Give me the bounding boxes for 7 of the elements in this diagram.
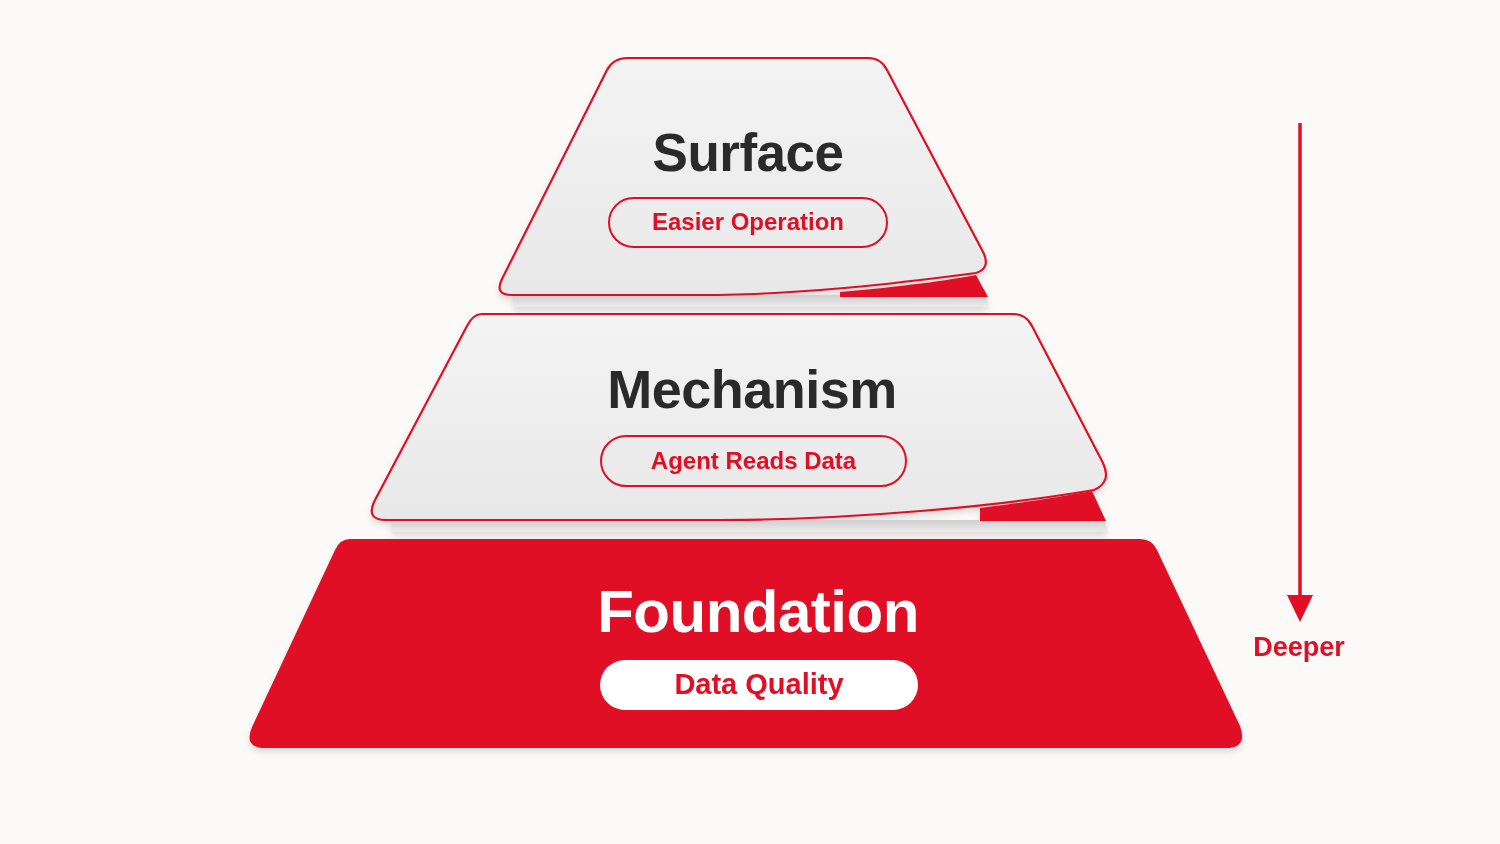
direction-label: Deeper — [1253, 633, 1345, 663]
layer-title: Surface — [652, 123, 844, 183]
layer-title: Mechanism — [607, 360, 897, 420]
subtitle-pill: Agent Reads Data — [600, 435, 907, 487]
layer-title: Foundation — [597, 579, 919, 645]
subtitle-pill: Data Quality — [600, 660, 918, 710]
subtitle-pill: Easier Operation — [608, 197, 888, 248]
